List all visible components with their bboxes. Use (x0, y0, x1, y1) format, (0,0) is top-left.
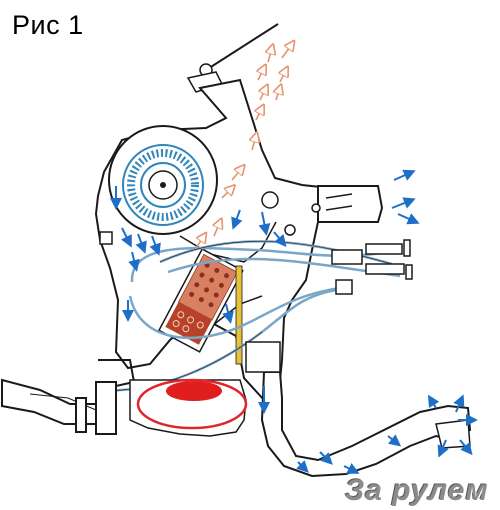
coolant-pipe (1, 359, 136, 435)
side-vent (317, 185, 384, 223)
cable-connectors (331, 239, 413, 295)
highlight-ellipse (136, 378, 248, 430)
figure-label: Рис 1 (12, 10, 84, 40)
control-rod (186, 23, 279, 93)
highlight-blob (166, 381, 222, 401)
blower-fan-icon (108, 125, 218, 235)
air-flow-arrow-icon (110, 169, 478, 474)
yellow-tube (235, 265, 243, 365)
watermark-logo: За рулем (345, 474, 489, 507)
